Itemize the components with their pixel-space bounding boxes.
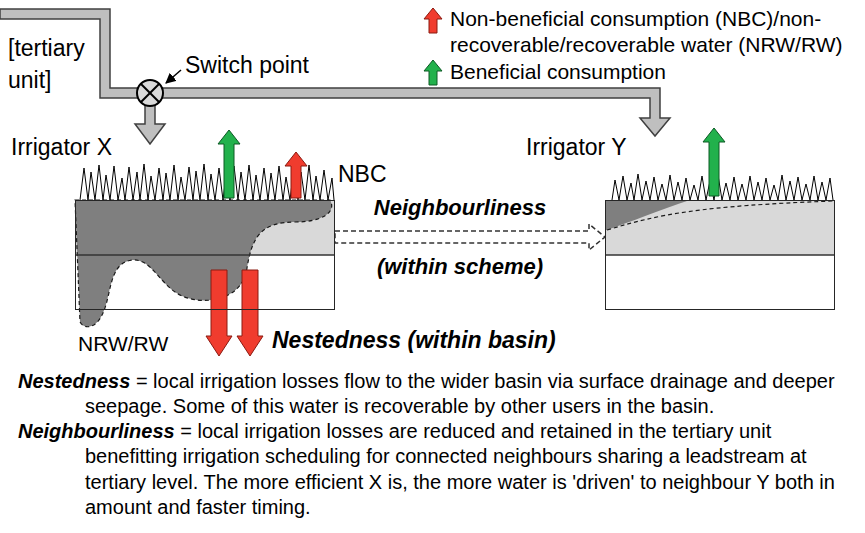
legend-green-arrow — [424, 60, 442, 85]
switch-cross — [141, 84, 159, 102]
wetting-front — [607, 201, 833, 230]
diagram-label: Nestedness (within basin) — [272, 327, 556, 353]
diagram-label: Switch point — [185, 52, 309, 78]
definition-paragraph: Nestedness= local irrigation losses flow… — [18, 369, 858, 420]
switch-cross — [141, 84, 159, 102]
definition-text: = local irrigation losses flow to the wi… — [85, 370, 835, 417]
wetted-zone — [75, 200, 332, 327]
definition-term: Nestedness — [18, 370, 130, 392]
beneficial-arrow — [703, 128, 725, 196]
leader-line — [166, 70, 181, 83]
subsoil-layer — [605, 255, 835, 310]
dashed-block-arrow — [335, 224, 605, 250]
legend-text: Beneficial consumption — [450, 59, 855, 85]
field-plot: Irrigator Y — [605, 200, 835, 310]
topsoil-layer — [605, 200, 835, 255]
field-heading: Irrigator X — [11, 134, 112, 160]
beneficial-arrow — [218, 130, 240, 198]
crop-grass — [612, 174, 833, 200]
switch-symbol — [137, 80, 163, 106]
nbc-arrow — [285, 152, 307, 198]
diagram-label: NRW/RW — [78, 332, 168, 356]
connector-label: Neighbourliness — [374, 195, 546, 220]
diagram-label: NBC — [338, 161, 387, 187]
field-plot: Irrigator X — [75, 200, 335, 310]
wetted-zone — [605, 200, 690, 230]
legend-entry: Beneficial consumption — [450, 59, 855, 85]
definition-text: = local irrigation losses are reduced an… — [85, 420, 835, 518]
definition-term: Neighbourliness — [18, 420, 175, 442]
layer-boundary — [605, 254, 835, 256]
legend-text: Non-beneficial consumption (NBC)/non-rec… — [450, 6, 855, 58]
diagram-label: (within scheme) — [377, 254, 543, 279]
legend-entry: Non-beneficial consumption (NBC)/non-rec… — [450, 6, 855, 58]
loss-arrow — [206, 270, 232, 356]
diagram-label: [tertiary unit] — [8, 32, 103, 96]
field-heading: Irrigator Y — [526, 134, 627, 160]
loss-arrow — [237, 270, 263, 356]
legend-red-arrow — [424, 8, 442, 33]
definition-paragraph: Neighbourliness= local irrigation losses… — [18, 419, 858, 520]
layer-boundary — [75, 254, 335, 256]
